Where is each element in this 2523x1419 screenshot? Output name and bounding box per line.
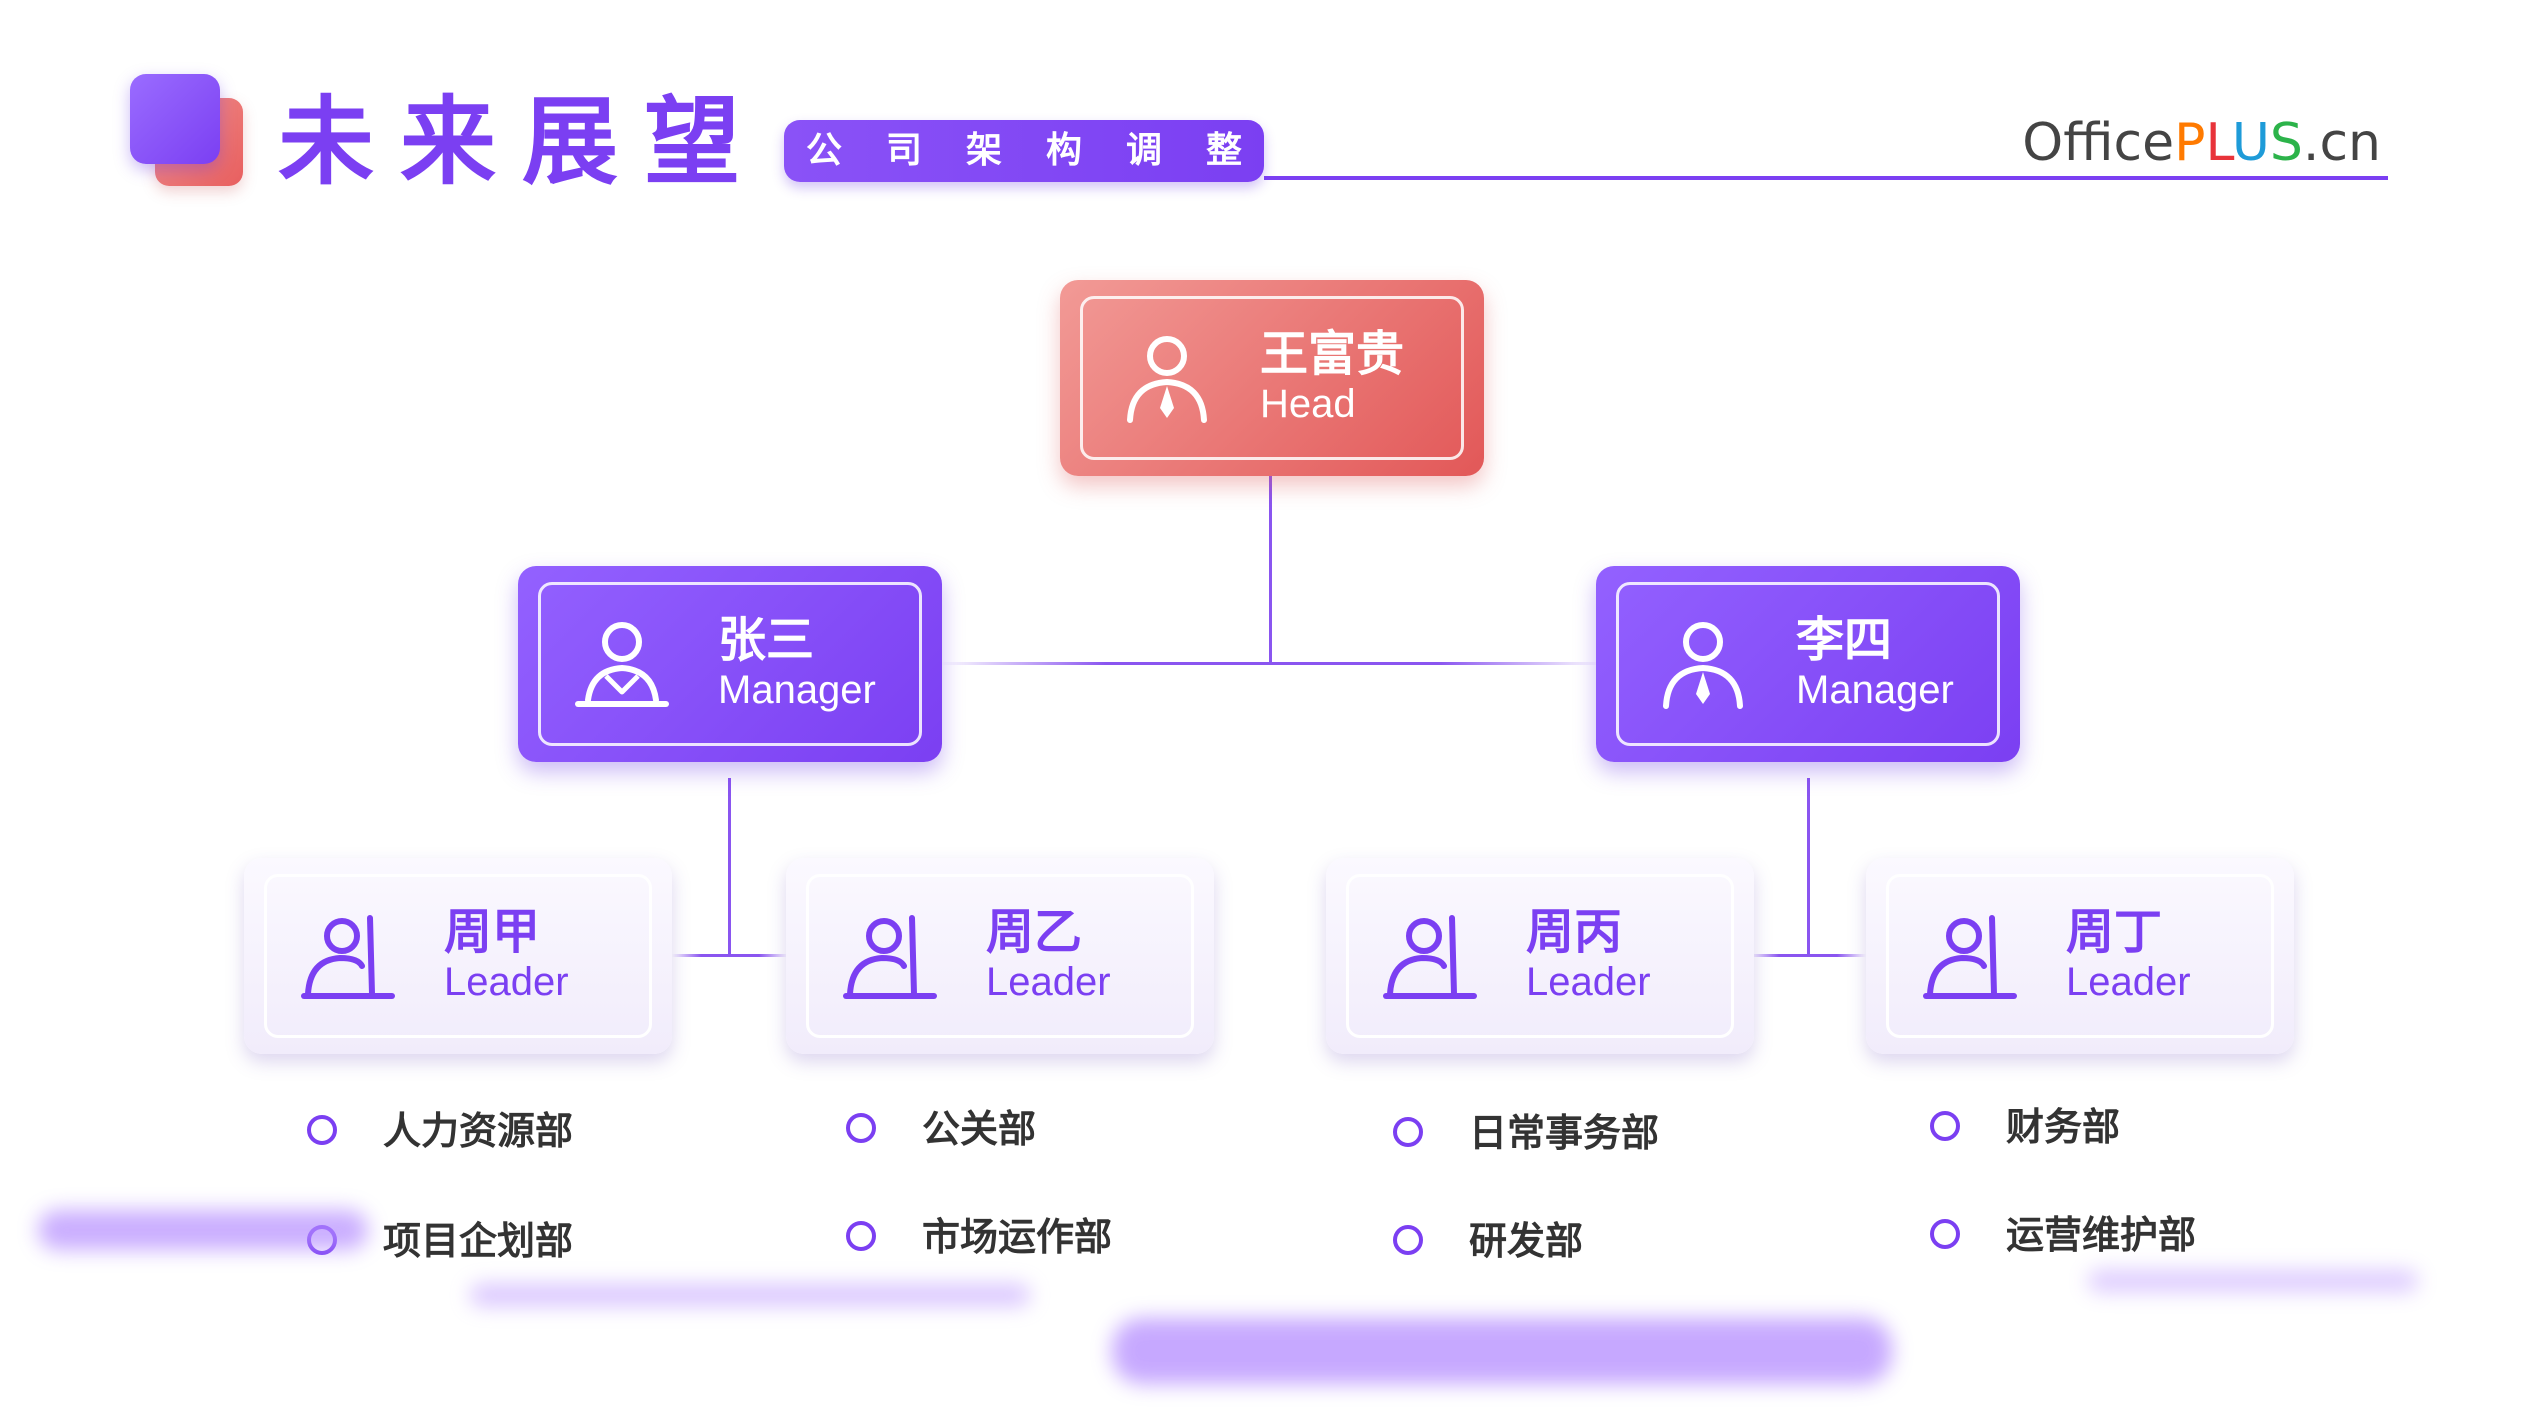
- decor-blur-strip: [1112, 1318, 1892, 1384]
- card-name: 张三: [718, 612, 815, 668]
- org-card-manager: 张三 Manager: [518, 566, 942, 762]
- user-desk-icon: [301, 915, 395, 999]
- circle-bullet-icon: [846, 1113, 876, 1143]
- card-inner-border: [1346, 874, 1734, 1038]
- department-label: 项目企划部: [383, 1219, 574, 1263]
- department-label: 公关部: [922, 1107, 1037, 1151]
- card-role: Head: [1260, 382, 1356, 426]
- connector-managers: [940, 662, 1604, 665]
- brand-logo: OfficePLUS.cn: [2022, 108, 2381, 178]
- department-label: 日常事务部: [1469, 1111, 1660, 1155]
- card-inner-border: [1080, 296, 1464, 460]
- circle-bullet-icon: [1393, 1117, 1423, 1147]
- user-tie-icon: [1127, 336, 1207, 423]
- decor-blur-strip: [470, 1284, 1030, 1306]
- brand-part: Office: [2022, 113, 2175, 173]
- circle-bullet-icon: [1930, 1219, 1960, 1249]
- page-title: 未来展望: [278, 86, 766, 198]
- card-inner-border: [1886, 874, 2274, 1038]
- card-name: 周丁: [2066, 904, 2163, 960]
- card-role: Leader: [1526, 960, 1651, 1004]
- circle-bullet-icon: [307, 1115, 337, 1145]
- department-label: 市场运作部: [922, 1215, 1113, 1259]
- brand-part: U: [2231, 113, 2270, 173]
- brand-part: P: [2174, 113, 2206, 173]
- user-tie-icon: [1663, 622, 1743, 709]
- org-card-leader: 周丁 Leader: [1866, 858, 2294, 1054]
- connector-manager1-down: [728, 778, 731, 956]
- logo-square-front: [130, 74, 220, 164]
- brand-part: .cn: [2302, 113, 2381, 173]
- user-desk-icon: [1383, 915, 1477, 999]
- circle-bullet-icon: [846, 1221, 876, 1251]
- connector-head-down: [1269, 476, 1272, 664]
- decor-blur-strip: [38, 1210, 368, 1250]
- card-name: 周乙: [986, 904, 1083, 960]
- circle-bullet-icon: [1930, 1111, 1960, 1141]
- card-name: 李四: [1796, 612, 1893, 668]
- circle-bullet-icon: [1393, 1225, 1423, 1255]
- card-inner-border: [538, 582, 922, 746]
- user-desk-icon: [843, 915, 937, 999]
- card-name: 周丙: [1526, 904, 1623, 960]
- brand-part: L: [2205, 113, 2232, 173]
- department-label: 人力资源部: [383, 1109, 574, 1153]
- decor-blur-strip: [2088, 1270, 2418, 1292]
- card-role: Leader: [444, 960, 569, 1004]
- user-desk-icon: [1923, 915, 2017, 999]
- department-label: 运营维护部: [2006, 1213, 2197, 1257]
- department-label: 研发部: [1469, 1219, 1584, 1263]
- card-inner-border: [264, 874, 652, 1038]
- card-role: Manager: [718, 668, 876, 712]
- org-card-leader: 周丙 Leader: [1326, 858, 1754, 1054]
- card-role: Leader: [2066, 960, 2191, 1004]
- user-icon: [575, 622, 669, 707]
- card-role: Manager: [1796, 668, 1954, 712]
- org-card-leader: 周乙 Leader: [786, 858, 1214, 1054]
- card-name: 周甲: [444, 904, 541, 960]
- connector-manager2-down: [1807, 778, 1810, 956]
- org-card-head: 王富贵 Head: [1060, 280, 1484, 476]
- connector-leaders-left: [672, 954, 788, 957]
- card-inner-border: [1616, 582, 2000, 746]
- card-inner-border: [806, 874, 1194, 1038]
- connector-leaders-right: [1750, 954, 1866, 957]
- card-name: 王富贵: [1260, 326, 1405, 382]
- org-card-leader: 周甲 Leader: [244, 858, 672, 1054]
- department-label: 财务部: [2006, 1105, 2121, 1149]
- header-divider: [1264, 176, 2388, 180]
- org-card-manager: 李四 Manager: [1596, 566, 2020, 762]
- brand-part: S: [2269, 113, 2303, 173]
- card-role: Leader: [986, 960, 1111, 1004]
- subtitle-badge: 公司架构调整: [784, 120, 1264, 182]
